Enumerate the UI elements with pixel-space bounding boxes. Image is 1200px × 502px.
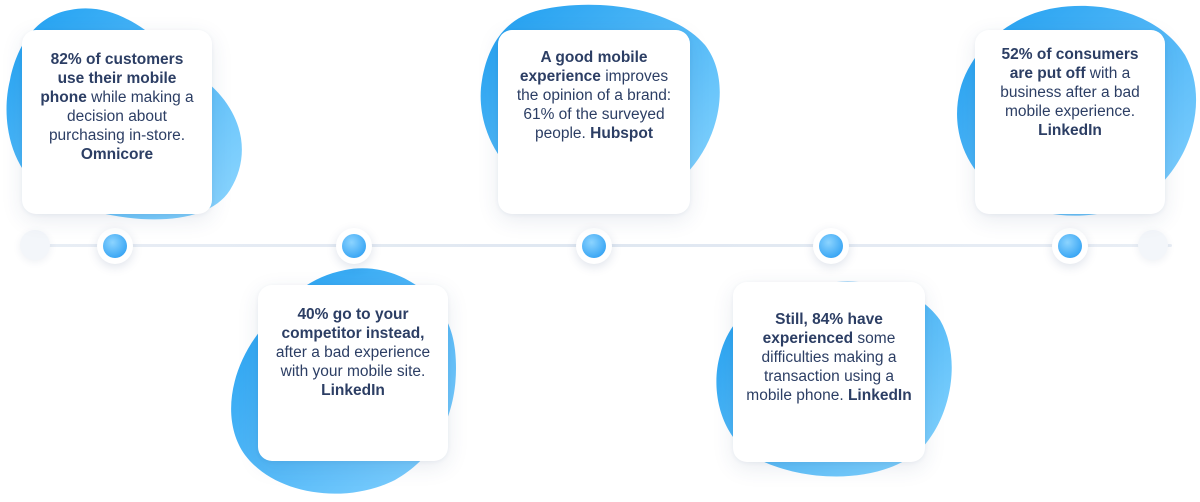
stat-card-4-text: Still, 84% have experienced some difficu… <box>745 310 913 405</box>
timeline-dot-1 <box>97 228 133 264</box>
stat-card-1-highlight: 82% of customers use their mobile phone <box>40 51 184 106</box>
stat-card-2: 40% go to your competitor instead, after… <box>258 285 448 461</box>
stat-card-5: 52% of consumers are put off with a busi… <box>975 30 1165 214</box>
stat-card-4-body: some difficulties making a transaction u… <box>746 330 897 404</box>
stat-card-2-text: 40% go to your competitor instead, after… <box>272 305 434 400</box>
stat-card-4-highlight: Still, 84% have experienced <box>762 311 883 347</box>
timeline-end-dot-right <box>1138 230 1168 260</box>
stat-card-5-body: with a business after a bad mobile exper… <box>1000 65 1140 120</box>
timeline-dot-3 <box>576 228 612 264</box>
stat-card-3: A good mobile experience improves the op… <box>498 30 690 214</box>
timeline-dot-2 <box>336 228 372 264</box>
stat-card-3-highlight: A good mobile experience <box>519 49 648 85</box>
stat-card-1-text: 82% of customers use their mobile phone … <box>38 50 196 164</box>
stat-card-4-source: LinkedIn <box>847 387 912 404</box>
stat-card-3-source: Hubspot <box>590 125 654 142</box>
stat-card-5-text: 52% of consumers are put off with a busi… <box>989 45 1151 140</box>
stat-card-3-text: A good mobile experience improves the op… <box>508 48 680 143</box>
stat-card-5-source: LinkedIn <box>1038 122 1102 139</box>
stat-card-2-source: LinkedIn <box>321 382 385 399</box>
stat-card-1-source: Omnicore <box>80 146 154 163</box>
stat-card-2-body: after a bad experience with your mobile … <box>275 344 431 380</box>
stat-card-1-body: while making a decision about purchasing… <box>48 89 194 144</box>
stat-card-2-highlight: 40% go to your competitor instead, <box>281 306 425 342</box>
stat-card-1: 82% of customers use their mobile phone … <box>22 30 212 214</box>
timeline-end-dot-left <box>20 230 50 260</box>
stat-card-3-body: improves the opinion of a brand: 61% of … <box>516 68 672 142</box>
stat-card-5-highlight: 52% of consumers are put off <box>1001 46 1139 82</box>
timeline-dot-5 <box>1052 228 1088 264</box>
stat-card-4: Still, 84% have experienced some difficu… <box>733 282 925 462</box>
timeline-dot-4 <box>813 228 849 264</box>
